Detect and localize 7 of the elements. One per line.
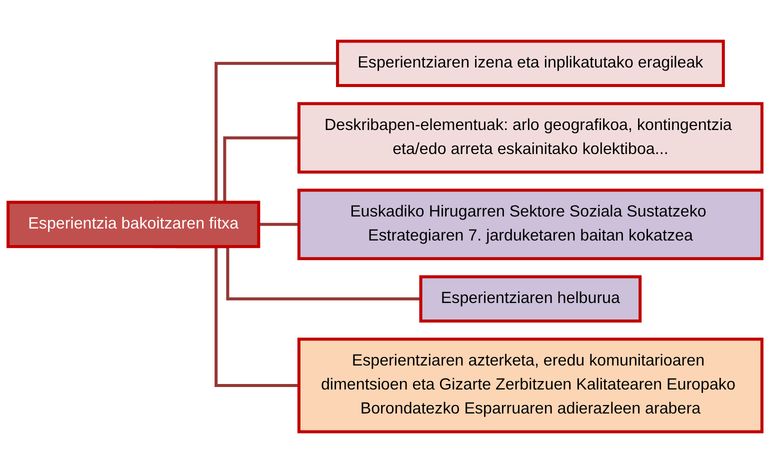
- connector: [258, 222, 299, 226]
- node-box: Esperientziaren azterketa, eredu komunitarioaren dimentsioen eta Gizarte Zerbitzuen Kalitatearen Europako Borondatezko Esparruaren adierazleen arabera: [297, 338, 764, 434]
- node-box: Euskadiko Hirugarren Sektore Soziala Sustatzeko Estrategiaren 7. jarduketaren baitan kokatzea: [297, 188, 764, 260]
- node-box: Esperientzia bakoitzaren fitxa: [6, 200, 260, 248]
- node-box: Esperientziaren izena eta inplikatutako eragileak: [336, 40, 725, 88]
- node-box: Esperientziaren helburua: [419, 275, 642, 323]
- node-box: Deskribapen-elementuak: arlo geografikoa, kontingentzia eta/edo arreta eskainitako kolektiboa...: [297, 102, 764, 174]
